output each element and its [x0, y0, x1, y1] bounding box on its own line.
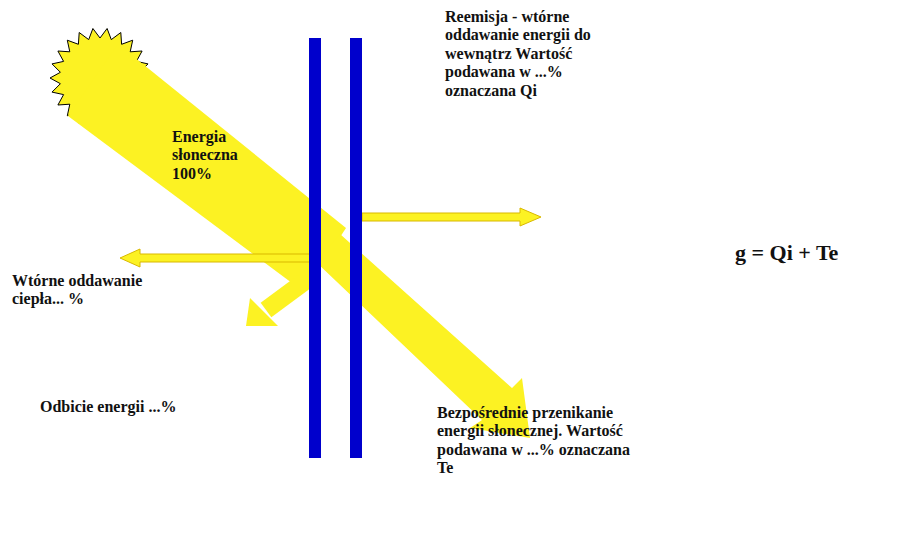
inward-reemission-arrow	[362, 208, 541, 226]
reemission-label: Reemisja - wtórne oddawanie energii do w…	[445, 8, 630, 100]
secondary-heat-label: Wtórne oddawanie ciepła... %	[12, 272, 187, 309]
reflection-arrow-head	[246, 298, 278, 326]
solar-beam	[68, 44, 346, 292]
reflection-label: Odbicie energii ...%	[40, 398, 260, 416]
glass-pane	[350, 38, 362, 458]
direct-transmission-label: Bezpośrednie przenikanie energii słonecz…	[437, 404, 637, 478]
g-formula: g = Qi + Te	[735, 240, 905, 265]
solar-energy-label: Energia słoneczna 100%	[172, 128, 262, 183]
glass-pane	[309, 38, 321, 458]
reflection-arrow	[266, 276, 312, 310]
outward-heat-arrow	[120, 249, 314, 267]
